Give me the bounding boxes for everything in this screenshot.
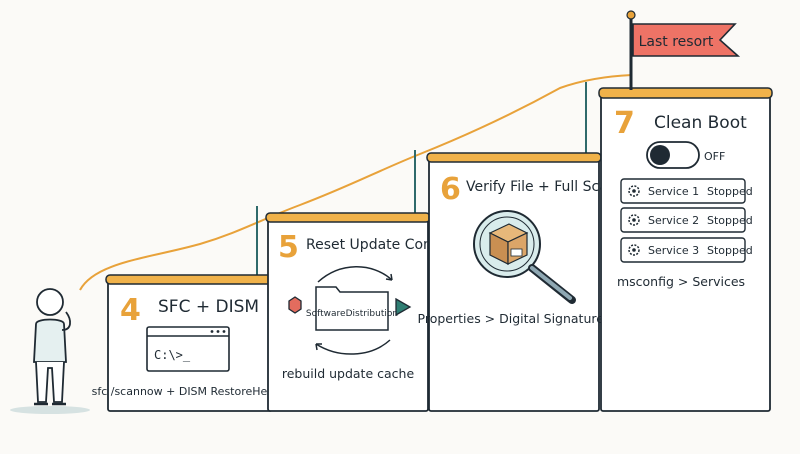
terminal-window-icon: C:\>_ xyxy=(146,326,230,372)
service-name: Service 1 xyxy=(648,185,699,198)
play-icon xyxy=(395,297,412,317)
step-6-block: 6 Verify File + Full Scan Properties > D… xyxy=(418,152,617,412)
gear-icon xyxy=(628,214,640,226)
step-5-caption: rebuild update cache xyxy=(282,366,415,381)
step-6-title: Verify File + Full Scan xyxy=(466,179,617,195)
step-7-caption: msconfig > Services xyxy=(617,274,745,289)
magnifier-package-icon xyxy=(473,210,576,304)
step-7-number: 7 xyxy=(614,106,635,141)
service-row[interactable]: Service 2 Stopped xyxy=(620,207,753,233)
gear-icon xyxy=(628,244,640,256)
gear-icon xyxy=(628,185,640,197)
stop-icon xyxy=(288,296,302,314)
step-7-block: 7 Clean Boot OFF Service 1 Stopped Servi… xyxy=(598,87,773,412)
refresh-arrow-bottom-icon xyxy=(315,339,391,355)
step-4-caption: sfc /scannow + DISM RestoreHealth xyxy=(92,385,289,398)
step-4-title: SFC + DISM xyxy=(158,297,259,317)
step-5-number: 5 xyxy=(278,230,299,265)
service-row[interactable]: Service 1 Stopped xyxy=(620,178,753,204)
toggle-state-label: OFF xyxy=(704,150,725,163)
service-status: Stopped xyxy=(707,214,753,227)
terminal-prompt: C:\>_ xyxy=(154,348,191,362)
step-4-block: 4 SFC + DISM C:\>_ sfc /scannow + DISM R… xyxy=(92,274,289,412)
step-4-number: 4 xyxy=(120,293,141,328)
thinking-person-illustration xyxy=(10,288,90,414)
service-status: Stopped xyxy=(707,244,753,257)
folder-label: SoftwareDistribution xyxy=(306,309,398,319)
refresh-arrow-top-icon xyxy=(317,266,393,283)
service-name: Service 2 xyxy=(648,214,699,227)
step-7-title: Clean Boot xyxy=(654,113,747,133)
service-status: Stopped xyxy=(707,185,753,198)
flag-icon: Last resort xyxy=(626,10,741,90)
service-name: Service 3 xyxy=(648,244,699,257)
step-6-number: 6 xyxy=(440,172,461,207)
step-6-caption: Properties > Digital Signatures xyxy=(418,311,611,326)
folder-icon: SoftwareDistribution xyxy=(306,286,398,331)
clean-boot-toggle[interactable] xyxy=(646,141,700,169)
progress-curve xyxy=(79,74,633,291)
service-row[interactable]: Service 3 Stopped xyxy=(620,237,753,263)
flag-label: Last resort xyxy=(639,34,714,50)
